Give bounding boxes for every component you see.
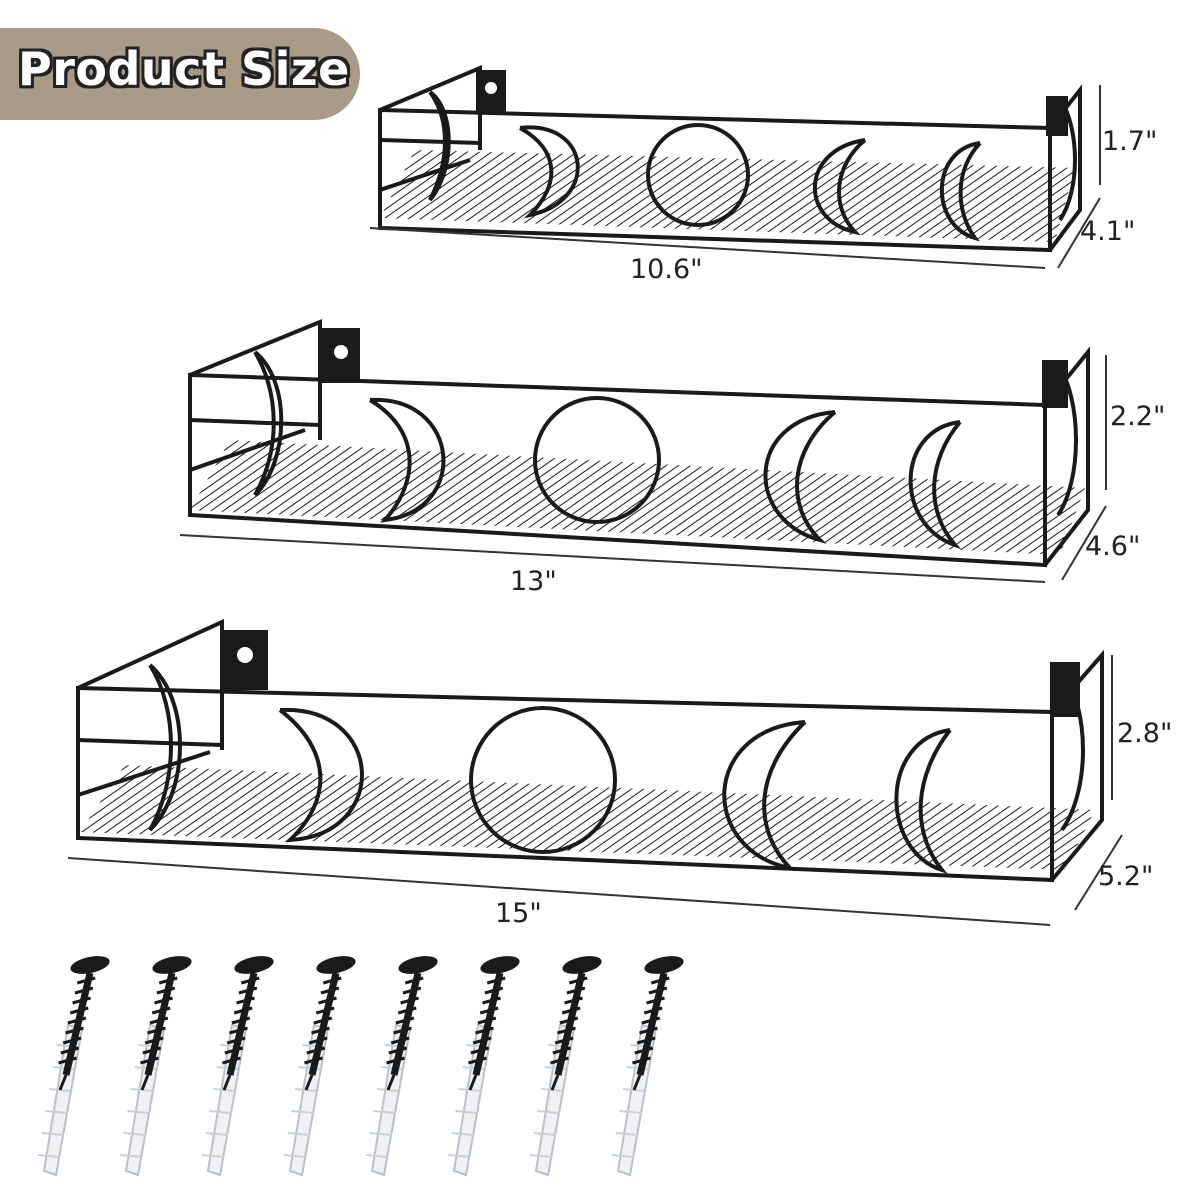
shelf-large-dimensions (67, 655, 1123, 926)
shelf-medium-depth: 4.6" (1085, 531, 1140, 562)
shelf-small (378, 64, 1082, 253)
shelf-large (76, 618, 1104, 883)
screw-with-anchor-icon (611, 956, 684, 1177)
shelf-small-height: 1.7" (1102, 126, 1157, 157)
shelf-small-dimensions (369, 85, 1101, 269)
shelf-large-depth: 5.2" (1098, 861, 1153, 892)
shelf-medium-dimensions (179, 355, 1107, 583)
shelf-medium (188, 319, 1090, 568)
screw-with-anchor-icon (119, 956, 192, 1177)
shelf-large-height: 2.8" (1117, 718, 1172, 749)
screw-with-anchor-icon (201, 956, 274, 1177)
screw-with-anchor-icon (447, 956, 520, 1177)
shelf-medium-height: 2.2" (1110, 401, 1165, 432)
shelf-small-length: 10.6" (630, 254, 703, 285)
shelf-medium-length: 13" (510, 566, 557, 597)
mounting-hardware (37, 956, 684, 1177)
screw-with-anchor-icon (529, 956, 602, 1177)
screw-with-anchor-icon (365, 956, 438, 1177)
product-size-badge: Product Size (0, 28, 360, 120)
screw-with-anchor-icon (283, 956, 356, 1177)
screw-with-anchor-icon (37, 956, 110, 1177)
product-size-label: Product Size (18, 42, 350, 96)
shelf-small-depth: 4.1" (1080, 216, 1135, 247)
shelf-large-length: 15" (495, 898, 542, 929)
